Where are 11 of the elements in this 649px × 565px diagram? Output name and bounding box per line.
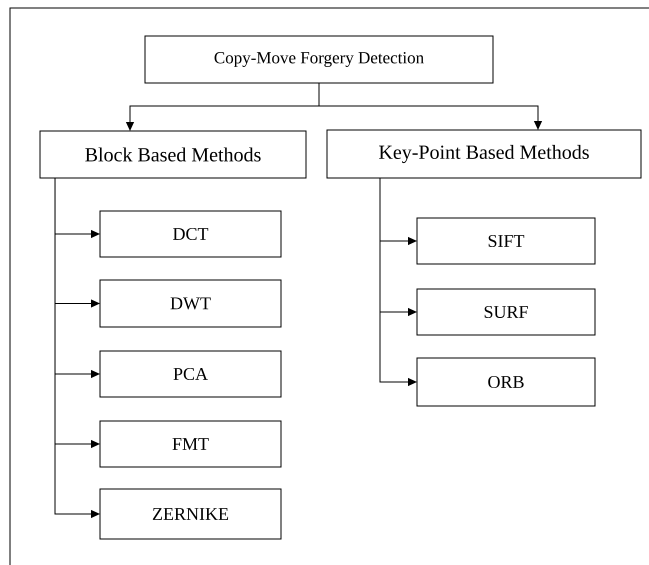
method-box: ORB <box>416 358 596 406</box>
method-box: DCT <box>100 210 282 258</box>
method-box: PCA <box>100 350 282 398</box>
method-box: SURF <box>416 288 596 336</box>
method-box: ZERNIKE <box>100 488 282 540</box>
method-box: DWT <box>100 280 282 328</box>
method-box: Key-Point Based Methods <box>326 130 642 178</box>
method-box: Block Based Methods <box>40 130 306 178</box>
method-box: Copy-Move Forgery Detection <box>144 36 494 84</box>
method-box: FMT <box>100 420 282 468</box>
method-box: SIFT <box>416 218 596 264</box>
